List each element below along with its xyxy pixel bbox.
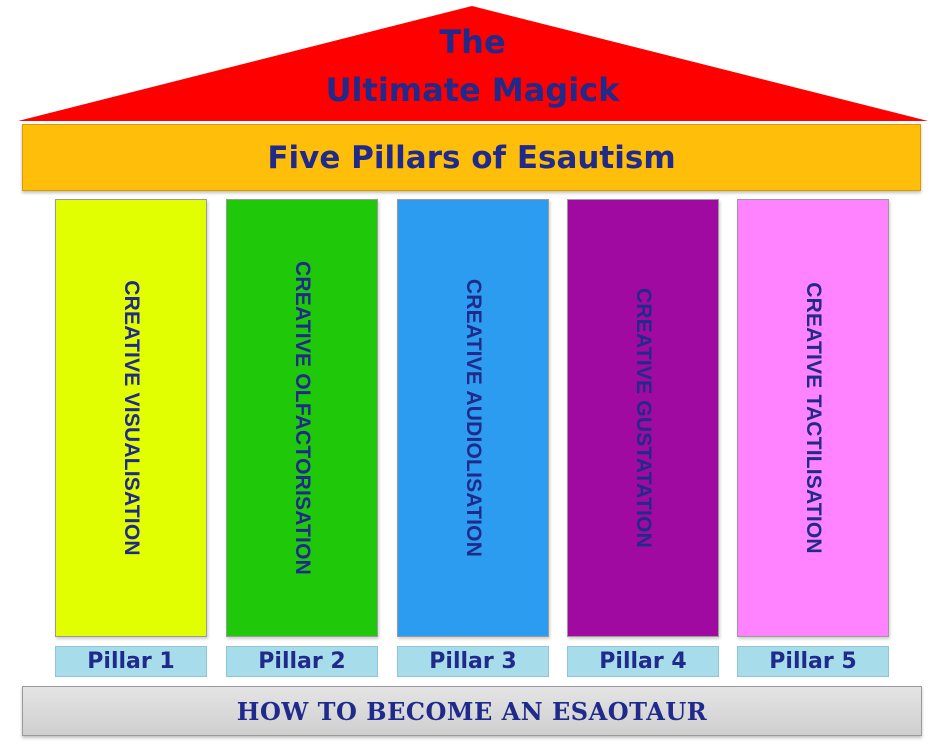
pillar-5-label-text: Pillar 5 xyxy=(769,649,857,674)
pillar-3-label: Pillar 3 xyxy=(397,646,549,677)
pillar-5-label: Pillar 5 xyxy=(737,646,889,677)
pillar-3-text: CREATIVE AUDIOLISATION xyxy=(462,278,485,558)
pillar-4-label: Pillar 4 xyxy=(567,646,719,677)
pillar-2-text: CREATIVE OLFACTORISATION xyxy=(291,261,314,575)
roof-title-line-2: Ultimate Magick xyxy=(325,71,620,109)
roof-shape xyxy=(18,6,928,121)
roof-title-line-1: The xyxy=(439,23,506,61)
banner-title: Five Pillars of Esautism xyxy=(267,139,676,176)
pillar-4: CREATIVE GUSTATATION xyxy=(567,199,719,637)
pillar-4-label-text: Pillar 4 xyxy=(599,649,687,674)
pillar-5: CREATIVE TACTILISATION xyxy=(737,199,889,637)
pillar-1-text: CREATIVE VISUALISATION xyxy=(120,280,143,556)
pillar-1-label: Pillar 1 xyxy=(55,646,207,677)
pillar-3-label-text: Pillar 3 xyxy=(429,649,517,674)
banner: Five Pillars of Esautism xyxy=(22,124,921,191)
pillar-1-label-text: Pillar 1 xyxy=(87,649,175,674)
pillar-5-text: CREATIVE TACTILISATION xyxy=(802,282,825,554)
pillar-1: CREATIVE VISUALISATION xyxy=(55,199,207,637)
pillar-2-label: Pillar 2 xyxy=(226,646,378,677)
pillar-4-text: CREATIVE GUSTATATION xyxy=(632,288,655,548)
pillar-2-label-text: Pillar 2 xyxy=(258,649,346,674)
pillar-3: CREATIVE AUDIOLISATION xyxy=(397,199,549,637)
base-title: HOW TO BECOME AN ESAOTAUR xyxy=(236,696,708,726)
pillar-2: CREATIVE OLFACTORISATION xyxy=(226,199,378,637)
roof-triangle xyxy=(18,6,928,121)
base-foundation: HOW TO BECOME AN ESAOTAUR xyxy=(22,686,922,736)
